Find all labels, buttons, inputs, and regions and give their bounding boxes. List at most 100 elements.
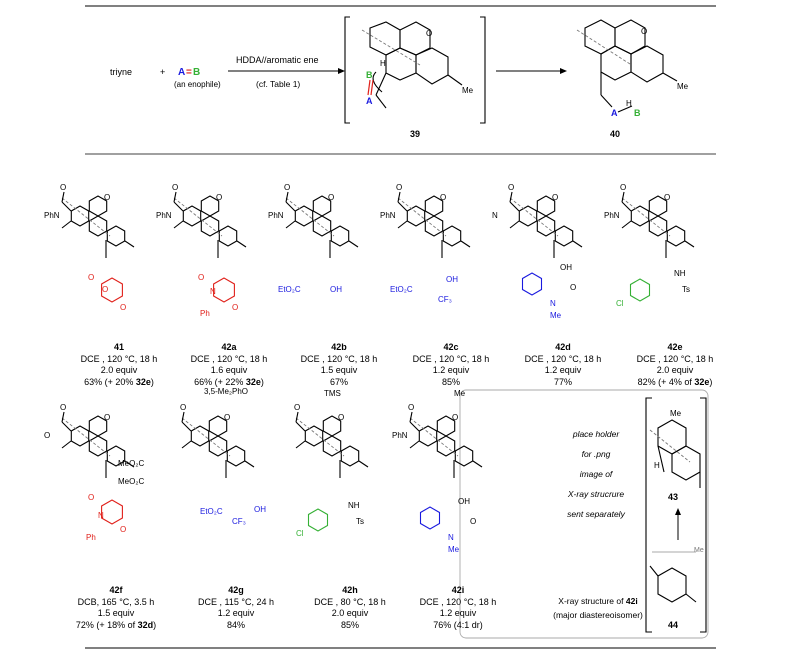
equivalents: 1.2 equiv [432, 365, 470, 375]
plus-sign: + [160, 67, 165, 77]
compound-id: 42f [109, 585, 123, 595]
indole-nitrogen: N [550, 299, 556, 308]
carbonyl-oxygen: O [60, 183, 66, 192]
conditions: DCE , 120 °C, 18 h [636, 353, 714, 364]
label-43-Me: Me [670, 409, 682, 418]
carbonyl-oxygen: O [172, 183, 178, 192]
caption-42e: 42e DCE , 120 °C, 18 h 2.0 equiv 82% (+ … [620, 342, 730, 388]
trifluoromethyl-label: CF₃ [438, 295, 452, 304]
ester-label: MeO₂C [118, 459, 144, 468]
pyran-oxygen: O [552, 193, 558, 202]
carbonyl-oxygen: O [60, 403, 66, 412]
methyl-label: Me [454, 389, 466, 398]
ester-label: EtO₂C [390, 285, 413, 294]
imide-nitrogen: N [98, 511, 104, 520]
yield-text: 84% [226, 619, 245, 630]
ring-heteroatom-label: PhN [268, 211, 284, 220]
intermediate-B: B [366, 70, 373, 80]
conditions: DCE , 80 °C, 18 h [314, 596, 386, 607]
ring-heteroatom-label: O [44, 431, 50, 440]
carbonyl-oxygen: O [284, 183, 290, 192]
tosyl-label: Ts [356, 517, 364, 526]
carbonyl-oxygen: O [396, 183, 402, 192]
hydroxyl-label: OH [458, 497, 470, 506]
amine-label: NH [348, 501, 360, 510]
enophile-A: A [178, 67, 185, 78]
yield-close: ) [709, 376, 713, 387]
conditions: DCE , 120 °C, 18 h [419, 596, 497, 607]
product-A: A [611, 108, 618, 118]
intermediate-Me: Me [462, 86, 474, 95]
product-40-structure [576, 19, 678, 113]
product-B: B [634, 108, 641, 118]
pyran-oxygen: O [338, 413, 344, 422]
carbonyl-oxygen: O [120, 303, 126, 312]
caption-41: 41 DCE , 120 °C, 18 h 2.0 equiv 63% (+ 2… [64, 342, 174, 388]
conditions: DCE , 115 °C, 24 h [198, 596, 274, 607]
byproduct-id: 32e [135, 376, 151, 387]
product-number: 40 [610, 129, 620, 139]
n-methyl-label: Me [448, 545, 460, 554]
carbonyl-oxygen: O [198, 273, 204, 282]
yield-text: 66% (+ 22% [194, 376, 246, 387]
ring-heteroatom-label: PhN [44, 211, 60, 220]
yield-text: 67% [329, 376, 348, 387]
xray-caption-text: X-ray structure of [558, 596, 626, 606]
aryl-ether-label: 3,5-Me₂PhO [204, 387, 248, 396]
compound-id: 42c [443, 342, 459, 352]
equivalents: 1.5 equiv [320, 365, 358, 375]
carbonyl-oxygen: O [294, 403, 300, 412]
yield-close: ) [150, 376, 154, 387]
caption-42g: 42g DCE , 115 °C, 24 h 1.2 equiv 84% [180, 585, 292, 631]
equivalents: 1.2 equiv [544, 365, 582, 375]
yield-text: 85% [441, 376, 460, 387]
arrow-condition-top: HDDA//aromatic ene [236, 55, 319, 65]
indole-nitrogen: N [448, 533, 454, 542]
carbonyl-oxygen: O [232, 303, 238, 312]
compound-id: 42d [555, 342, 571, 352]
product-Me: Me [677, 82, 689, 91]
pyran-oxygen: O [104, 193, 110, 202]
caption-42i: 42i DCE , 120 °C, 18 h 1.2 equiv 76% (4:… [402, 585, 514, 631]
placeholder-line: sent separately [567, 509, 625, 519]
yield-text: 85% [340, 619, 359, 630]
carbonyl-oxygen: O [570, 283, 576, 292]
conditions: DCE , 120 °C, 18 h [80, 353, 158, 364]
yield-text: 72% (+ 18% of [75, 619, 138, 630]
conditions: DCE , 120 °C, 18 h [412, 353, 490, 364]
intermediate-A: A [366, 96, 373, 106]
caption-42h: 42h DCE , 80 °C, 18 h 2.0 equiv 85% [294, 585, 406, 631]
equivalents: 1.2 equiv [217, 608, 255, 618]
equivalents: 2.0 equiv [100, 365, 138, 375]
imide-nitrogen: N [210, 287, 216, 296]
yield-text: 82% (+ 4% of [637, 376, 695, 387]
pyran-oxygen: O [440, 193, 446, 202]
ester-label: EtO₂C [278, 285, 301, 294]
byproduct-id: 32d [137, 619, 154, 630]
hydroxyl-label: OH [330, 285, 342, 294]
enophile-note: (an enophile) [174, 80, 221, 89]
carbonyl-oxygen: O [470, 517, 476, 526]
ring-heteroatom-label: PhN [392, 431, 408, 440]
xray-panel-frame [459, 389, 709, 639]
yield-text: 77% [553, 376, 572, 387]
label-43-H: H [654, 461, 660, 470]
conditions: DCE , 120 °C, 18 h [300, 353, 378, 364]
ring-heteroatom-label: PhN [604, 211, 620, 220]
compound-id: 42h [342, 585, 358, 595]
intermediate-H: H [380, 59, 386, 68]
caption-42c: 42c DCE , 120 °C, 18 h 1.2 equiv 85% [396, 342, 506, 388]
compound-id: 41 [113, 342, 124, 352]
caption-42a: 42a DCE , 120 °C, 18 h 1.6 equiv 66% (+ … [174, 342, 284, 388]
placeholder-line: X-ray strucrure [567, 489, 625, 499]
ester-label: EtO₂C [200, 507, 223, 516]
ring-heteroatom-label: PhN [156, 211, 172, 220]
amine-label: NH [674, 269, 686, 278]
